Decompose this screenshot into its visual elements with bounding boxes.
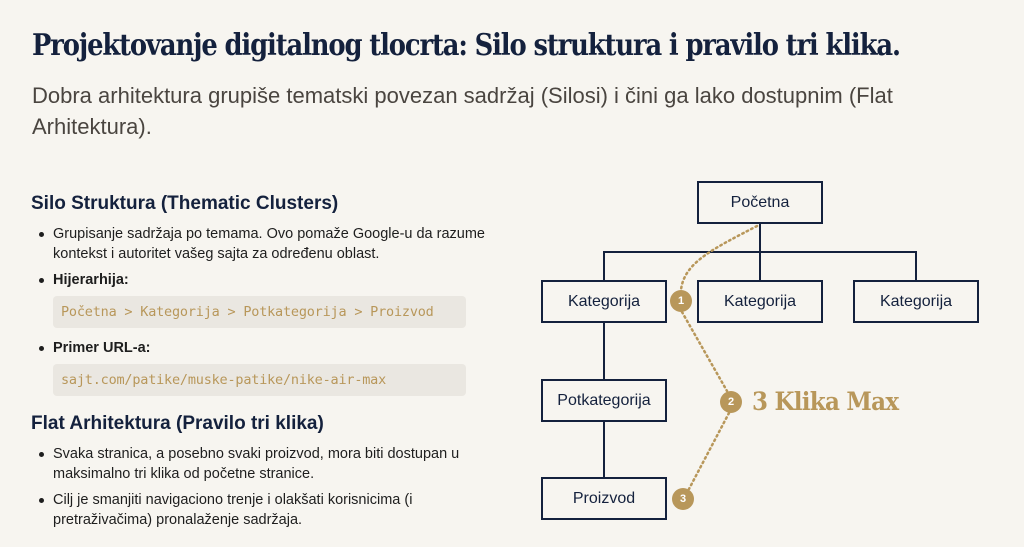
silo-bullet-hierarchy: Hijerarhija:	[39, 270, 501, 290]
flat-bullet-list: Svaka stranica, a posebno svaki proizvod…	[31, 444, 501, 530]
flat-heading: Flat Arhitektura (Pravilo tri klika)	[31, 413, 324, 434]
hierarchy-code-block: Početna > Kategorija > Potkategorija > P…	[53, 296, 466, 328]
tree-connectors	[603, 224, 917, 477]
node-category-3-label: Kategorija	[879, 292, 953, 310]
silo-section: Silo Struktura (Thematic Clusters) Grupi…	[31, 190, 501, 396]
silo-bullet-list-2: Primer URL-a:	[31, 338, 501, 358]
node-product-label: Proizvod	[572, 489, 636, 507]
node-category-2: Kategorija	[697, 280, 823, 323]
click-path-dotted	[679, 224, 759, 491]
click-path-segment-2	[680, 310, 729, 393]
flat-bullet-three-clicks: Svaka stranica, a posebno svaki proizvod…	[39, 444, 501, 484]
text-column: Silo Struktura (Thematic Clusters) Grupi…	[31, 190, 501, 536]
click-badge-1: 1	[670, 290, 692, 312]
node-category-1-label: Kategorija	[567, 292, 641, 310]
click-badge-2: 2	[720, 391, 742, 413]
flat-section: Flat Arhitektura (Pravilo tri klika) Sva…	[31, 410, 501, 530]
url-code-block: sajt.com/patike/muske-patike/nike-air-ma…	[53, 364, 466, 396]
node-category-3: Kategorija	[853, 280, 979, 323]
silo-heading: Silo Struktura (Thematic Clusters)	[31, 193, 339, 214]
node-home-label: Početna	[730, 193, 790, 211]
click-badge-3: 3	[672, 488, 694, 510]
click-path-segment-3	[687, 411, 731, 491]
node-product: Proizvod	[541, 477, 667, 520]
node-subcategory-label: Potkategorija	[557, 391, 651, 409]
silo-bullet-grouping: Grupisanje sadržaja po temama. Ovo pomaž…	[39, 224, 501, 264]
node-category-1: Kategorija	[541, 280, 667, 323]
page-title: Projektovanje digitalnog tlocrta: Silo s…	[32, 28, 901, 63]
flat-bullet-goal: Cilj je smanjiti navigaciono trenje i ol…	[39, 490, 501, 530]
three-clicks-max-annotation: 3 Klika Max	[752, 387, 899, 416]
node-category-2-label: Kategorija	[723, 292, 797, 310]
silo-bullet-url-example: Primer URL-a:	[39, 338, 501, 358]
page-subtitle: Dobra arhitektura grupiše tematski povez…	[32, 83, 893, 139]
node-home: Početna	[697, 181, 823, 224]
silo-bullet-list: Grupisanje sadržaja po temama. Ovo pomaž…	[31, 224, 501, 290]
node-subcategory: Potkategorija	[541, 379, 667, 422]
